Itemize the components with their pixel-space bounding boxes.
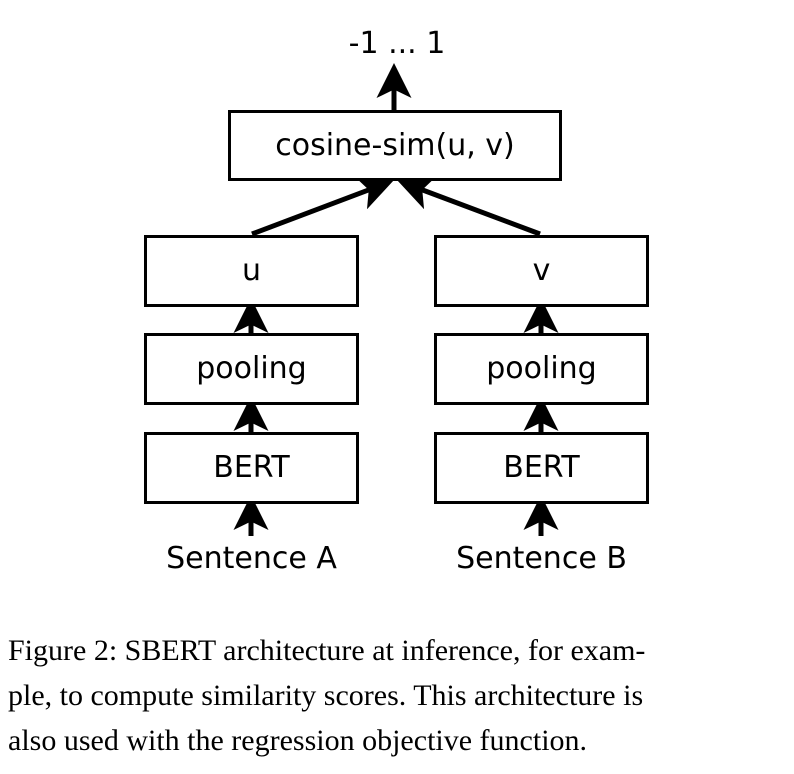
figure-caption-line-2: ple, to compute similarity scores. This … (8, 679, 644, 712)
node-bert-left-label: BERT (213, 450, 290, 485)
input-sentence-a-label: Sentence A (166, 541, 337, 576)
node-cosine-sim-label: cosine-sim(u, v) (275, 127, 515, 163)
node-pooling-right: pooling (434, 333, 649, 405)
diagram-connectors-layer (233, 62, 559, 536)
node-pooling-left: pooling (144, 333, 359, 405)
node-bert-left: BERT (144, 432, 359, 504)
node-embedding-u-label: u (241, 253, 261, 288)
node-cosine-sim: cosine-sim(u, v) (228, 110, 562, 181)
sbert-architecture-diagram: -1 ... 1 cosine-sim(u, v) u v pooling po… (144, 26, 649, 576)
node-embedding-v-label: v (532, 253, 551, 288)
arrow-u-to-cosine (251, 176, 394, 237)
figure-caption-line-1: Figure 2: SBERT architecture at inferenc… (8, 634, 646, 667)
figure-caption: Figure 2: SBERT architecture at inferenc… (8, 628, 788, 763)
input-sentence-b-label: Sentence B (456, 541, 627, 576)
node-pooling-left-label: pooling (196, 351, 307, 386)
node-bert-right-label: BERT (503, 450, 580, 485)
node-pooling-right-label: pooling (486, 351, 597, 386)
node-embedding-u: u (144, 235, 359, 307)
node-embedding-v: v (434, 235, 649, 307)
figure-caption-line-3: also used with the regression objective … (8, 724, 588, 757)
output-range-label: -1 ... 1 (348, 26, 446, 61)
node-bert-right: BERT (434, 432, 649, 504)
arrow-v-to-cosine (397, 176, 541, 237)
